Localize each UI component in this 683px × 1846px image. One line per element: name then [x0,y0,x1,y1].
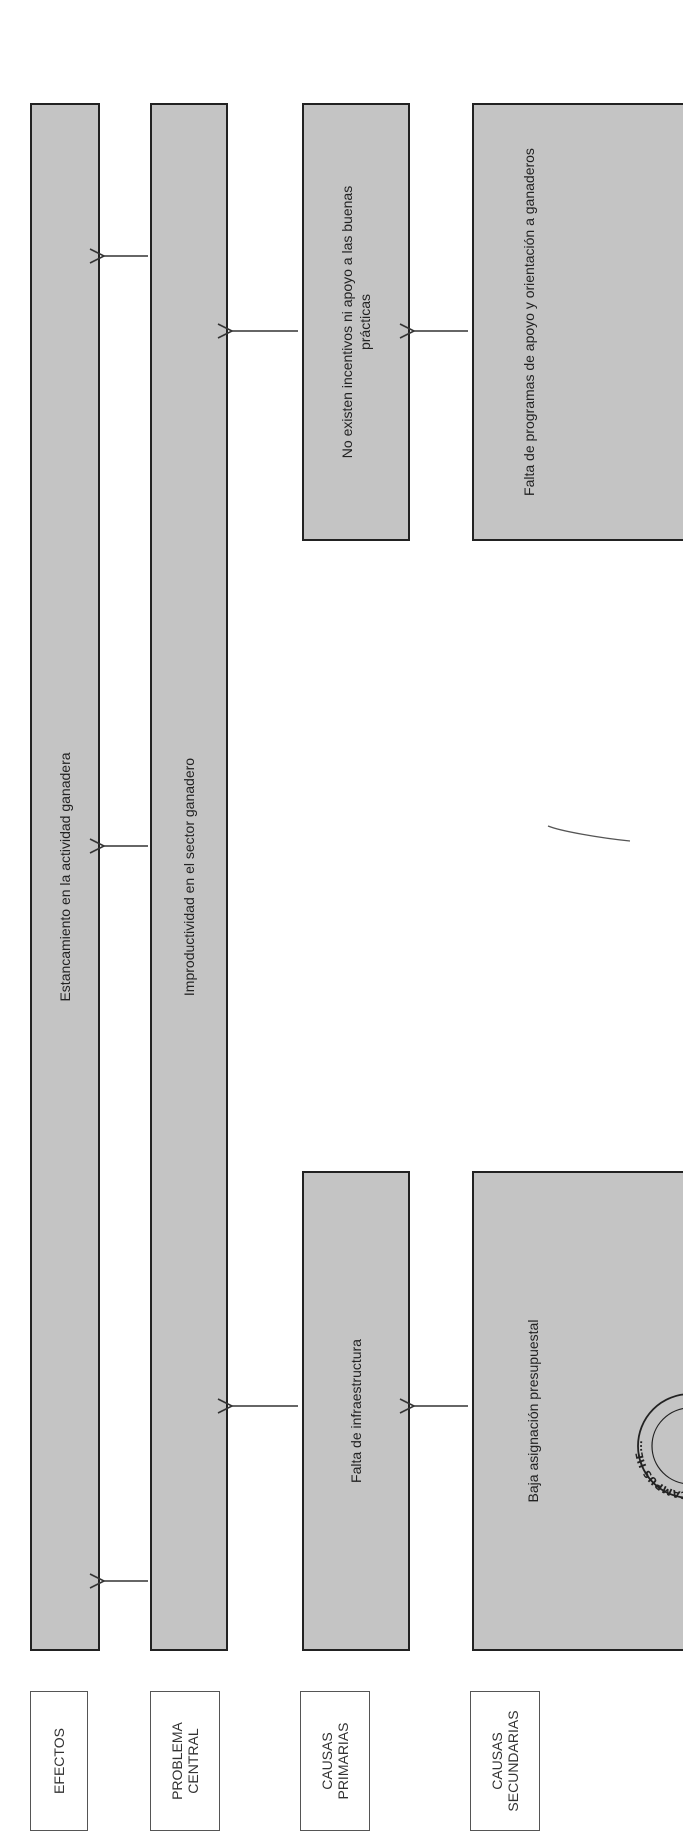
seal-stamp-icon: CAMPUS HE... [634,1393,683,1500]
svg-text:CAMPUS HE...: CAMPUS HE... [634,1440,683,1500]
pencil-mark [547,825,631,842]
